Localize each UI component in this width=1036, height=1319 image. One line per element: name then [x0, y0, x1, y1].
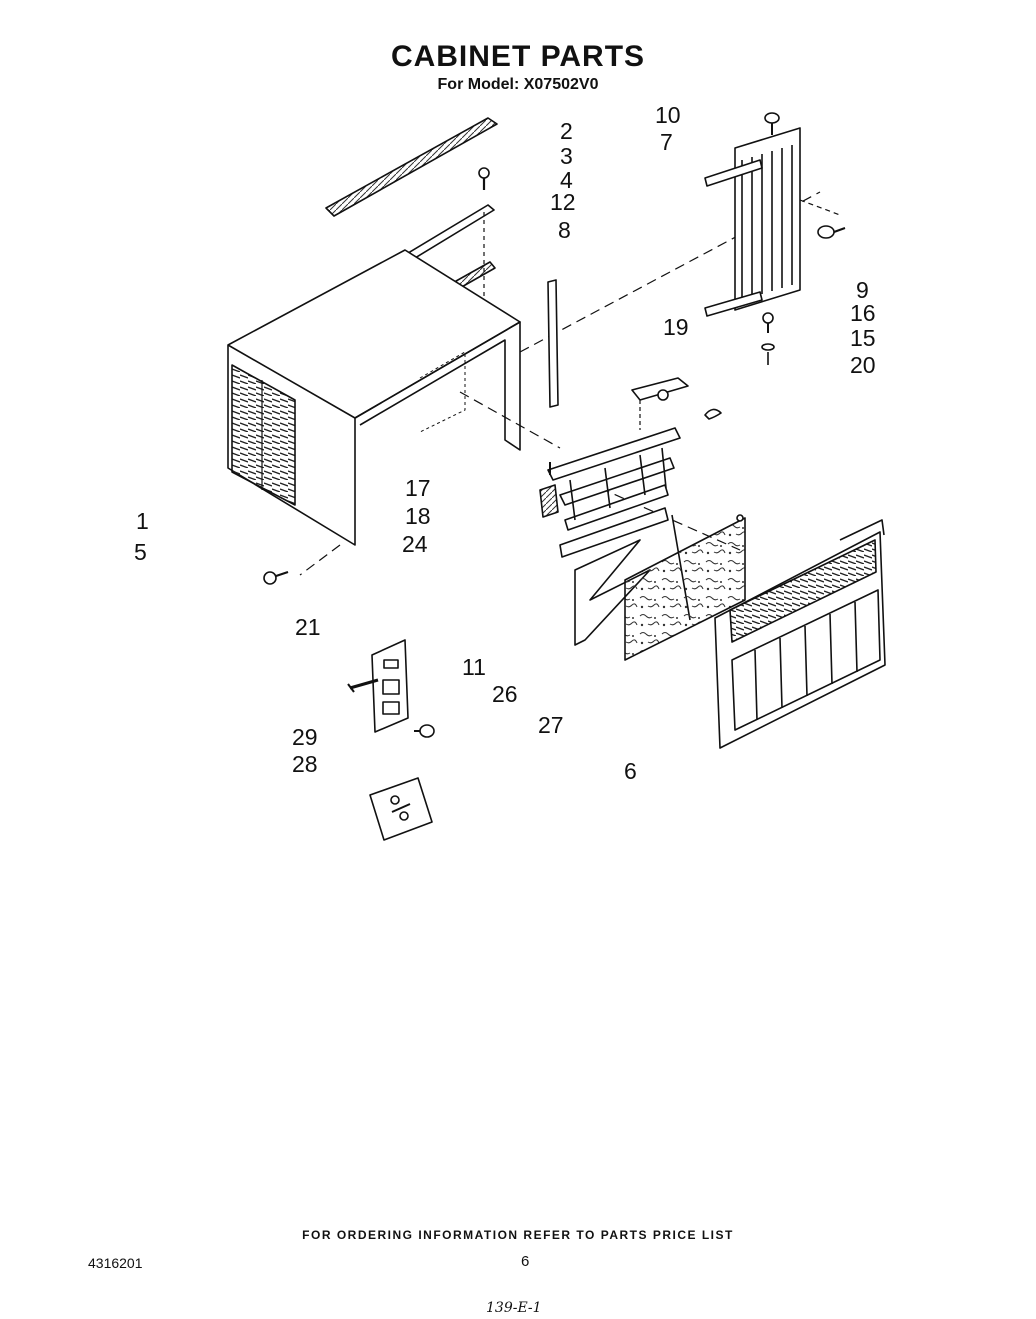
callout-26: 26	[492, 681, 518, 707]
page-number: 6	[521, 1253, 530, 1270]
callout-27: 27	[538, 712, 564, 738]
callout-3: 3	[560, 143, 573, 169]
callout-20: 20	[850, 352, 876, 378]
callout-8: 8	[558, 217, 571, 243]
callout-11: 11	[462, 654, 486, 680]
clip-part-20	[704, 408, 722, 420]
callout-10: 10	[655, 102, 681, 128]
knob-part-9	[817, 225, 846, 239]
callout-4: 4	[560, 167, 573, 193]
callout-24: 24	[402, 531, 428, 557]
callout-12: 12	[550, 189, 576, 215]
screw-part-3	[478, 167, 490, 190]
callout-29: 29	[292, 724, 318, 750]
knob-part-11	[414, 724, 435, 738]
callout-9: 9	[856, 277, 869, 303]
document-number: 4316201	[88, 1255, 143, 1271]
cabinet-shell	[227, 249, 521, 546]
callout-6: 6	[624, 758, 637, 784]
callout-19: 19	[663, 314, 689, 340]
model-subtitle: For Model: X07502V0	[437, 76, 599, 93]
callout-2: 2	[560, 118, 573, 144]
side-curtain-panel	[704, 127, 841, 317]
callout-17: 17	[405, 475, 431, 501]
screw-part-10	[764, 112, 780, 135]
screw-part-5	[263, 570, 289, 585]
callout-28: 28	[292, 751, 318, 777]
callout-16: 16	[850, 300, 876, 326]
front-grille	[714, 519, 886, 749]
callout-18: 18	[405, 503, 431, 529]
assembly-guide-lines	[299, 191, 821, 576]
ordering-note: FOR ORDERING INFORMATION REFER TO PARTS …	[302, 1228, 734, 1242]
callout-7: 7	[660, 129, 673, 155]
callout-1: 1	[136, 508, 149, 534]
air-filter	[624, 514, 746, 661]
page-title: CABINET PARTS	[390, 40, 646, 73]
mounting-bracket-plate	[371, 639, 409, 733]
bolt-part-29	[347, 678, 379, 693]
handwritten-code: 139-E-1	[486, 1300, 542, 1316]
screw-part-16	[762, 312, 774, 333]
washer-part-15	[761, 343, 775, 365]
callout-15: 15	[850, 325, 876, 351]
support-bracket-part-28	[369, 777, 433, 841]
top-seal-strip	[325, 117, 498, 217]
callout-5: 5	[134, 539, 147, 565]
callout-21: 21	[295, 614, 321, 640]
slide-frame-assembly	[539, 377, 689, 558]
vertical-bracket-bar	[547, 279, 559, 408]
